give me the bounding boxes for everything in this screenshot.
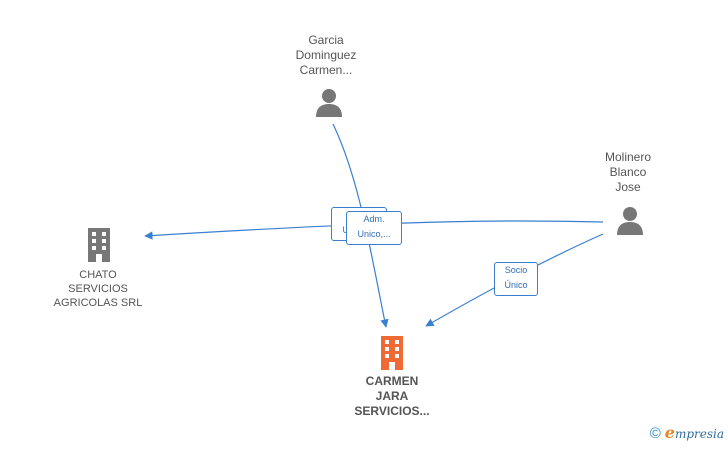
company-label-carmen-jara[interactable]: CARMEN JARA SERVICIOS... — [332, 374, 452, 419]
person-label-line: Molinero — [604, 150, 652, 164]
company-label-line: SERVICIOS — [68, 283, 128, 295]
building-icon[interactable] — [85, 228, 113, 262]
brand-logo[interactable]: empresia — [665, 423, 724, 443]
edge-molinero-to-chato — [144, 220, 604, 240]
edge-badge-socio[interactable]: Socio Único — [494, 262, 538, 296]
edge-badge-line: Único — [504, 280, 528, 290]
person-icon[interactable] — [314, 87, 344, 117]
edge-badge-line: Socio — [504, 265, 528, 275]
footer-brand: © empresia — [649, 423, 724, 443]
company-label-line: SERVICIOS... — [354, 404, 430, 418]
company-label-line: CARMEN — [365, 374, 419, 388]
company-label-line: JARA — [375, 389, 409, 403]
company-label-chato[interactable]: CHATO SERVICIOS AGRICOLAS SRL — [38, 268, 158, 310]
main-building-icon[interactable] — [377, 336, 407, 370]
person-icon[interactable] — [615, 205, 645, 235]
person-label-molinero[interactable]: Molinero Blanco Jose — [578, 150, 678, 195]
person-label-line: Jose — [615, 180, 641, 194]
person-label-line: Garcia — [308, 33, 344, 47]
brand-name: mpresia — [674, 427, 724, 441]
person-label-line: Dominguez — [295, 48, 357, 62]
edge-badge-line: Unico,... — [357, 229, 391, 239]
edge-badge-adm-front[interactable]: Adm. Unico,... — [346, 211, 402, 245]
person-label-line: Carmen... — [299, 63, 353, 77]
copyright-icon: © — [649, 424, 661, 442]
company-label-line: AGRICOLAS SRL — [53, 297, 143, 309]
person-label-line: Blanco — [609, 165, 647, 179]
company-label-line: CHATO — [79, 269, 117, 281]
brand-initial: e — [664, 423, 675, 442]
edge-badge-line: Adm. — [363, 214, 385, 224]
person-label-garcia[interactable]: Garcia Dominguez Carmen... — [276, 33, 376, 78]
